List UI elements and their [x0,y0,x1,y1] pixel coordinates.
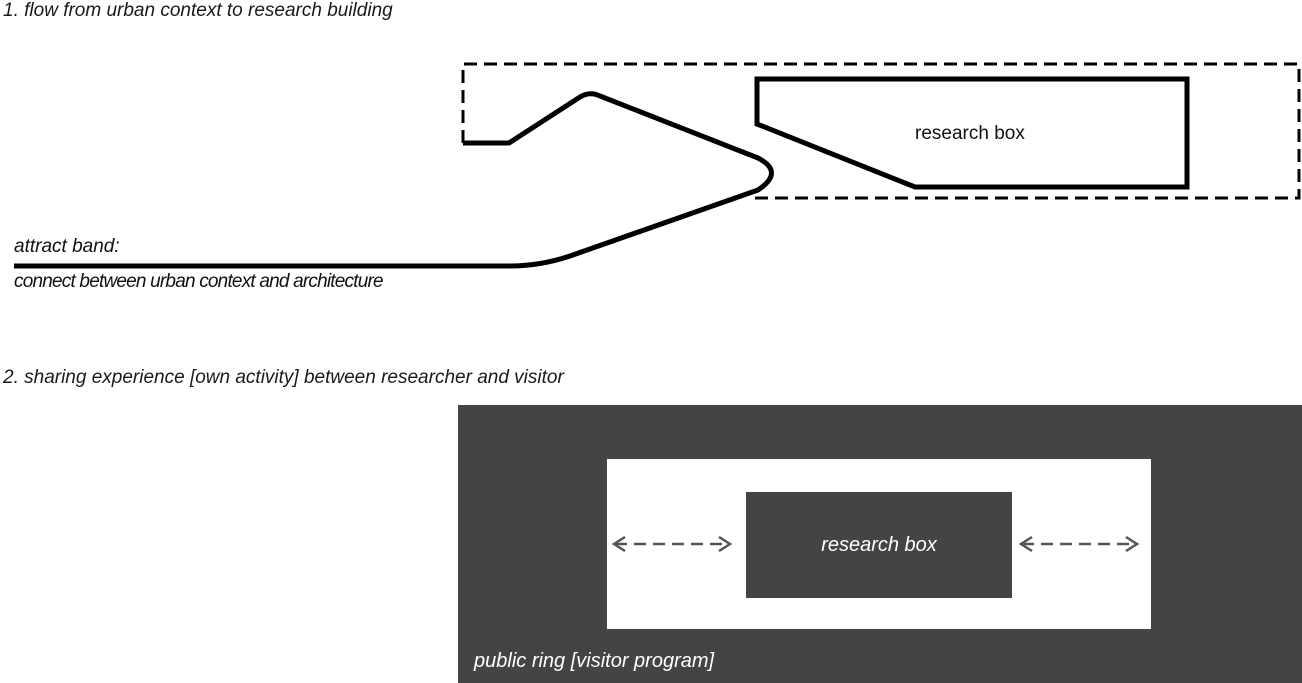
research-box-label: research box [821,533,937,556]
public-ring: research box public ring [visitor progra… [458,405,1302,683]
attract-band-title: attract band: [14,236,120,257]
attract-band-subtitle: connect between urban context and archit… [14,271,384,292]
research-box-label: research box [915,123,1025,144]
attract-band-line [14,91,774,269]
research-box-outline [754,76,1190,190]
flow-diagram [14,62,1301,269]
research-box: research box [746,492,1012,598]
section-2-heading: 2. sharing experience [own activity] bet… [3,367,564,388]
public-ring-label: public ring [visitor program] [474,650,715,672]
section-1-heading: 1. flow from urban context to research b… [3,0,393,21]
sharing-zone: research box [607,459,1151,629]
double-arrow-icon [1018,535,1140,553]
double-arrow-icon [611,535,733,553]
site-boundary-dashed [461,62,1301,200]
